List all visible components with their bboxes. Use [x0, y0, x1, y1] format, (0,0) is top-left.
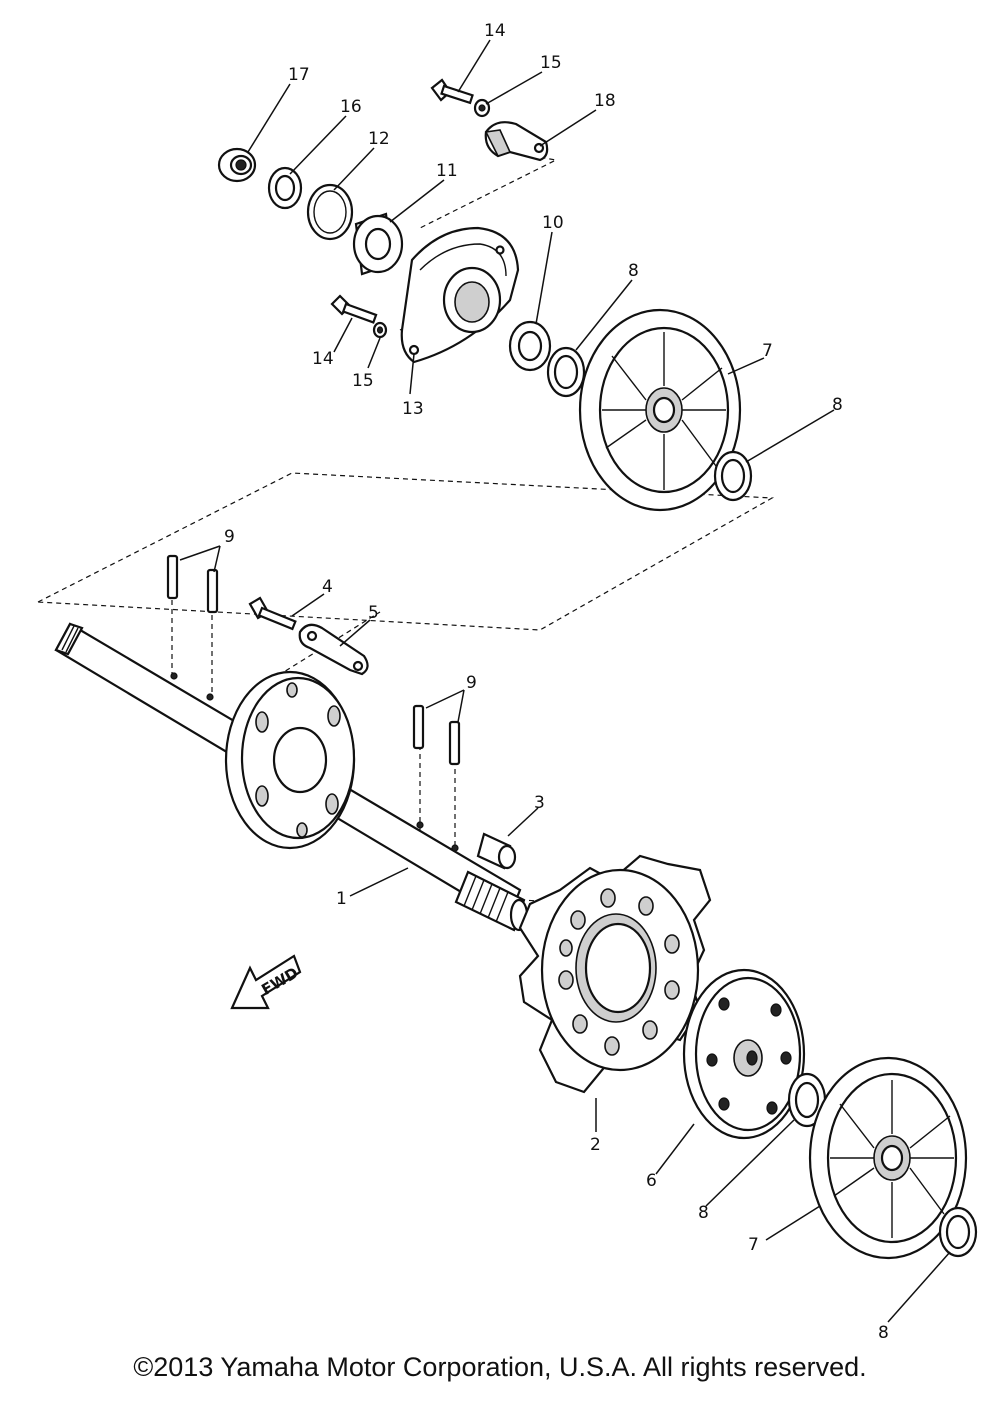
- callout-8-b: 8: [832, 395, 843, 415]
- callout-8-d: 8: [878, 1323, 889, 1340]
- leader-lines: [179, 39, 951, 1323]
- callout-18: 18: [594, 91, 616, 111]
- callout-9-b: 9: [466, 673, 477, 693]
- callout-10: 10: [542, 213, 564, 233]
- callout-15-top: 15: [540, 53, 562, 73]
- callout-16: 16: [340, 97, 362, 117]
- callout-4: 4: [322, 577, 333, 597]
- part-14-bolt-mid: [330, 294, 378, 324]
- part-7-wheel-bottom: [808, 1056, 968, 1260]
- part-17-nut: [217, 147, 257, 183]
- part-9-pins-right: [412, 704, 461, 766]
- callout-15-mid: 15: [352, 371, 374, 391]
- part-8-ring-d: [938, 1206, 978, 1258]
- part-13-housing: [400, 226, 520, 364]
- part-9-pins-left: [166, 554, 219, 614]
- callout-13: 13: [402, 399, 424, 419]
- part-18-bracket: [484, 121, 549, 162]
- assembly-guide-lines: [37, 149, 775, 906]
- part-11-bearing: [352, 212, 404, 276]
- callout-14-mid: 14: [312, 349, 334, 369]
- callout-5: 5: [368, 603, 379, 623]
- callout-7-bottom: 7: [748, 1235, 759, 1255]
- callout-9-a: 9: [224, 527, 235, 547]
- callout-8-c: 8: [698, 1203, 709, 1223]
- part-14-bolt-top: [430, 78, 474, 105]
- part-4-bolt: [248, 596, 297, 631]
- callout-8-a: 8: [628, 261, 639, 281]
- part-2-sprocket: [518, 854, 712, 1094]
- callout-11: 11: [436, 161, 458, 181]
- exploded-parts-diagram: FWD 14 15 18 17 16 12: [37, 21, 978, 1340]
- callout-12: 12: [368, 129, 390, 149]
- part-8-ring-a: [546, 346, 586, 398]
- part-15-washer-top: [473, 98, 491, 118]
- copyright-notice: ©2013 Yamaha Motor Corporation, U.S.A. A…: [133, 1352, 867, 1382]
- callout-14-top: 14: [484, 21, 506, 41]
- part-5-bracket: [298, 623, 369, 676]
- shaft-hub-flange: [224, 670, 356, 850]
- part-12-circlip: [306, 183, 354, 241]
- part-16-washer: [267, 166, 303, 210]
- callout-1: 1: [336, 889, 347, 909]
- fwd-arrow-icon: FWD: [230, 954, 302, 1010]
- callout-2: 2: [590, 1135, 601, 1155]
- part-8-ring-b: [713, 450, 753, 502]
- callout-17: 17: [288, 65, 310, 85]
- part-15-washer-mid: [372, 321, 388, 339]
- callout-3: 3: [534, 793, 545, 813]
- callout-numbers: 14 15 18 17 16 12 11 10 8 7 8 14 15 13 9…: [224, 21, 889, 1340]
- callout-6: 6: [646, 1171, 657, 1191]
- part-7-wheel-top: [578, 308, 742, 512]
- callout-7-top: 7: [762, 341, 773, 361]
- part-10-bearing: [508, 320, 552, 372]
- part-8-ring-c: [787, 1072, 827, 1128]
- part-3-collar: [476, 832, 517, 870]
- part-6-plate: [682, 968, 806, 1140]
